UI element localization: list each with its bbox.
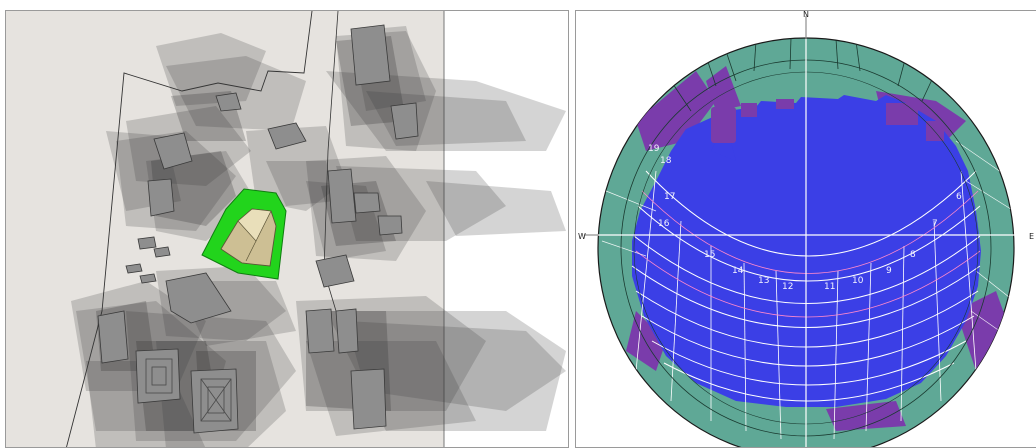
hour-label: 8 xyxy=(910,250,916,260)
hour-label: 10 xyxy=(852,276,864,286)
pyramid-block-west xyxy=(135,348,181,404)
hour-label: 19 xyxy=(648,144,660,154)
sky-dome-diagram: N W E 19 18 17 16 15 14 13 12 11 10 9 8 … xyxy=(578,11,1034,447)
hour-label: 14 xyxy=(732,266,744,276)
hour-label: 17 xyxy=(664,192,675,202)
block-center-south xyxy=(165,272,232,324)
hour-label: 16 xyxy=(658,219,670,229)
shadow-study-plan xyxy=(6,11,568,447)
hour-label: 9 xyxy=(886,266,892,276)
west-label: W xyxy=(578,232,586,241)
sky-dome-panel: N W E 19 18 17 16 15 14 13 12 11 10 9 8 … xyxy=(575,10,1036,448)
road-line xyxy=(323,11,339,312)
hour-label: 6 xyxy=(956,192,962,202)
east-label: E xyxy=(1029,232,1034,241)
white-margin xyxy=(444,11,568,447)
hour-label: 11 xyxy=(824,282,835,292)
hour-label: 13 xyxy=(758,276,769,286)
block-north-small xyxy=(390,102,419,140)
hour-label: 15 xyxy=(704,250,715,260)
hour-label: 7 xyxy=(932,219,938,229)
buildings xyxy=(97,24,419,434)
north-label: N xyxy=(803,11,809,19)
hour-labels: 19 18 17 16 15 14 13 12 11 10 9 8 7 6 xyxy=(648,144,962,292)
site-boundary-line xyxy=(66,11,313,447)
hour-label: 12 xyxy=(782,282,793,292)
shadow-study-panel xyxy=(5,10,569,448)
hour-label: 18 xyxy=(660,156,672,166)
tower-north xyxy=(350,24,391,86)
